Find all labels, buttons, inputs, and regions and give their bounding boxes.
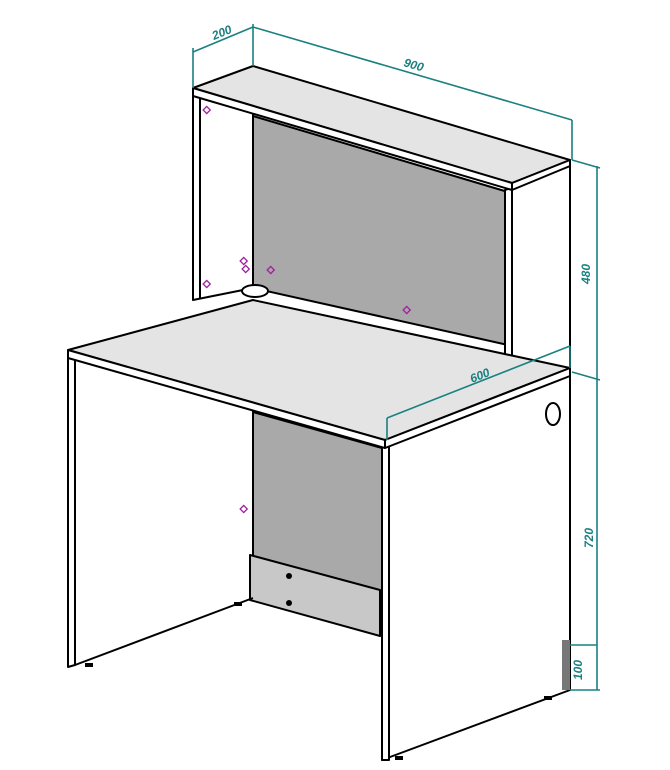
plinth (562, 640, 570, 690)
foot (85, 663, 93, 667)
dimension-lines (192, 24, 601, 691)
left-leg-front (67, 354, 76, 668)
dim-desk-height: 720 (582, 528, 596, 548)
rail-hole (286, 573, 292, 579)
dim-width: 900 (402, 55, 425, 74)
assembly-holes (202, 105, 412, 514)
dim-hutch-depth: 200 (209, 22, 234, 43)
foot (544, 696, 552, 700)
right-leg-front (381, 439, 390, 761)
rail-hole (286, 600, 292, 606)
foot (234, 602, 242, 606)
dim-hutch-height: 480 (579, 264, 593, 285)
cable-grommet (241, 284, 269, 298)
dim-plinth-height: 100 (571, 660, 585, 680)
cable-grommet-side (545, 402, 561, 426)
foot (395, 756, 403, 760)
lower-rail (249, 554, 381, 637)
